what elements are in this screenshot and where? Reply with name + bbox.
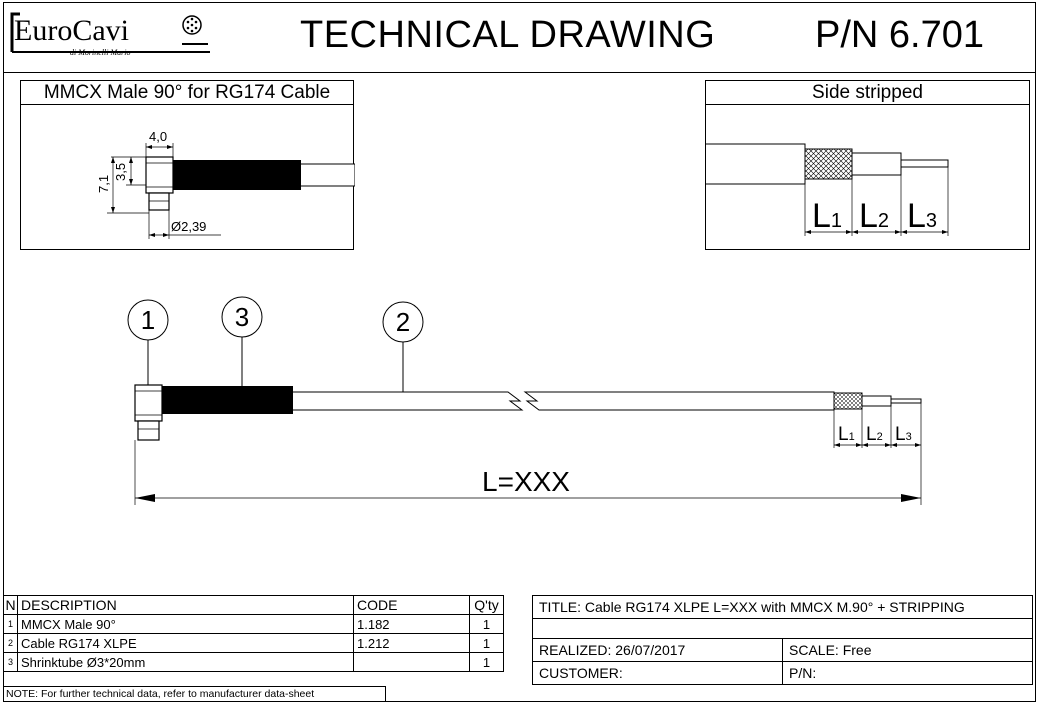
callout-2-label: 2 (396, 307, 410, 337)
title-block-title: TITLE: Cable RG174 XLPE L=XXX with MMCX … (532, 595, 1033, 619)
header-divider (3, 72, 1036, 73)
main-assembly-drawing: 1 3 2 L1 L2 L3 L=XXX (127, 296, 922, 505)
note-divider (3, 686, 385, 687)
table-row: 1 MMCX Male 90° 1.182 1 (3, 614, 504, 634)
strip-label-3: L3 (907, 197, 937, 235)
dim-height-total-label: 7,1 (96, 175, 111, 193)
title-block-scale: SCALE: Free (782, 638, 1033, 662)
connector-detail-drawing: 4,0 3,5 7,1 Ø2,39 (96, 129, 355, 239)
main-strip-label-2: L2 (866, 424, 883, 445)
cable-section-right (523, 391, 835, 411)
logo-frame (10, 12, 210, 53)
drawing-frame (3, 2, 1036, 702)
cable-conductor (890, 398, 922, 404)
shrink-tube (162, 386, 293, 414)
title-block: TITLE: Cable RG174 XLPE L=XXX with MMCX … (532, 595, 1033, 685)
title-block-pn: P/N: (782, 661, 1033, 685)
title-block-customer: CUSTOMER: (532, 661, 783, 685)
bom-header-description: DESCRIPTION (17, 595, 354, 615)
table-row: 3 Shrinktube Ø3*20mm 1 (3, 652, 504, 672)
main-strip-label-3: L3 (895, 424, 912, 445)
part-number: P/N 6.701 (815, 14, 984, 56)
main-strip-label-1: L1 (838, 424, 855, 445)
footer-note: NOTE: For further technical data, refer … (6, 688, 315, 700)
bom-header-code: CODE (353, 595, 470, 615)
cable-braid (833, 392, 863, 410)
title-block-empty (532, 618, 1033, 639)
stripping-detail-title: Side stripped (706, 81, 1029, 105)
bom-header-qty: Q'ty (469, 595, 504, 615)
connector-detail-box: MMCX Male 90° for RG174 Cable (20, 80, 355, 250)
title-block-realized: REALIZED: 26/07/2017 (532, 638, 783, 662)
stripping-detail-drawing: L1 L2 L3 (706, 143, 949, 236)
mmcx-pin (137, 420, 160, 441)
callout-3-label: 3 (235, 302, 249, 332)
bom-header-n: N (3, 595, 18, 615)
page-title: TECHNICAL DRAWING (300, 14, 716, 56)
dim-width-label: 4,0 (149, 129, 167, 144)
logo-subtitle: di Morinelli Mario (70, 48, 131, 57)
note-divider-right (385, 686, 386, 702)
company-logo: EuroCavi di Morinelli Mario (10, 8, 210, 57)
connector-detail-title: MMCX Male 90° for RG174 Cable (21, 81, 353, 105)
cable-dielectric (861, 395, 892, 407)
callout-1-label: 1 (141, 305, 155, 335)
table-row: 2 Cable RG174 XLPE 1.212 1 (3, 633, 504, 653)
overall-length-label: L=XXX (482, 466, 570, 497)
cable-section-left (292, 391, 524, 411)
dim-height-small-label: 3,5 (113, 163, 128, 181)
strip-label-2: L2 (859, 197, 889, 235)
bill-of-materials: N DESCRIPTION CODE Q'ty 1 MMCX Male 90° … (3, 595, 504, 672)
mmcx-connector (134, 384, 163, 422)
strip-label-1: L1 (812, 197, 842, 235)
stripping-detail-box: Side stripped L1 L2 L3 (705, 80, 1030, 250)
dim-diameter-label: Ø2,39 (171, 219, 206, 234)
logo-text: EuroCavi (14, 14, 129, 47)
